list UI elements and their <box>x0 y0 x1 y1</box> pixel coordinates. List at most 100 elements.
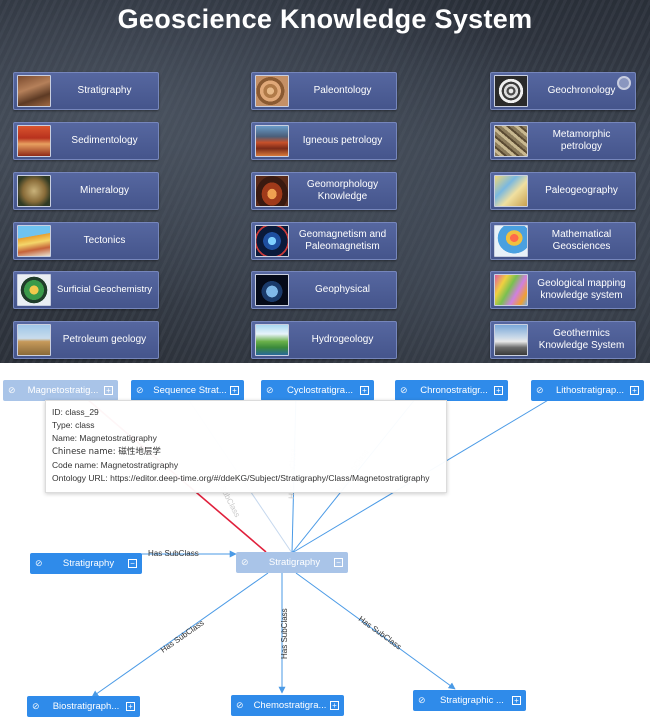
gear-icon[interactable] <box>617 76 631 90</box>
card-label: Paleontology <box>313 85 372 96</box>
card-label: Geophysical <box>314 284 371 295</box>
card-geochronology[interactable]: Geochronology <box>490 72 636 110</box>
canyon-thumbnail <box>255 175 289 207</box>
eye-slash-icon[interactable]: ⊘ <box>35 558 43 568</box>
old-map-thumbnail <box>494 175 528 207</box>
card-geothermics[interactable]: Geothermics Knowledge System <box>490 321 636 359</box>
node-label: Chronostratigr... <box>420 385 488 396</box>
node-label: Stratigraphy <box>62 558 115 569</box>
expand-icon[interactable]: + <box>126 702 135 711</box>
card-mineralogy[interactable]: Mineralogy <box>13 172 159 210</box>
card-label: Sedimentology <box>71 135 138 146</box>
card-stratigraphy[interactable]: Stratigraphy <box>13 72 159 110</box>
eye-slash-icon[interactable]: ⊘ <box>32 701 40 711</box>
ammonite-fossil-thumbnail <box>255 75 289 107</box>
card-geomagnetism[interactable]: Geomagnetism and Paleomagnetism <box>251 222 397 260</box>
red-sediment-thumbnail <box>17 125 51 157</box>
eye-slash-icon[interactable]: ⊘ <box>241 557 249 567</box>
card-label: Geological mapping knowledge system <box>537 278 626 301</box>
page-title: Geoscience Knowledge System <box>117 4 533 34</box>
edge-label: Has SubClass <box>280 608 289 659</box>
card-geological-mapping[interactable]: Geological mapping knowledge system <box>490 271 636 309</box>
node-stratigraphy-root[interactable]: ⊘ Stratigraphy − <box>30 553 142 574</box>
eye-slash-icon[interactable]: ⊘ <box>236 700 244 710</box>
folded-rock-thumbnail <box>494 125 528 157</box>
clock-rings-thumbnail <box>494 75 528 107</box>
eye-slash-icon[interactable]: ⊘ <box>418 695 426 705</box>
card-paleogeography[interactable]: Paleogeography <box>490 172 636 210</box>
card-label: Paleogeography <box>545 185 618 196</box>
eye-slash-icon[interactable]: ⊘ <box>8 385 16 395</box>
node-chronostratigraphy[interactable]: ⊘ Chronostratigr... + <box>395 380 508 401</box>
eye-slash-icon[interactable]: ⊘ <box>266 385 274 395</box>
node-label: Lithostratigrap... <box>555 385 625 396</box>
card-label: Mineralogy <box>80 185 129 196</box>
edge-label: Has SubClass <box>159 618 206 654</box>
expand-icon[interactable]: + <box>494 386 503 395</box>
oil-field-thumbnail <box>17 324 51 356</box>
node-label: Sequence Strat... <box>153 385 227 396</box>
card-metamorphic-petrology[interactable]: Metamorphic petrology <box>490 122 636 160</box>
node-tooltip: ID: class_29 Type: class Name: Magnetost… <box>45 400 447 493</box>
card-label: Stratigraphy <box>77 85 132 96</box>
card-label: Metamorphic petrology <box>552 129 611 152</box>
geologic-map-thumbnail <box>494 274 528 306</box>
collapse-icon[interactable]: − <box>334 558 343 567</box>
expand-icon[interactable]: + <box>512 696 521 705</box>
card-surficial-geochemistry[interactable]: Surficial Geochemistry <box>13 271 159 309</box>
node-stratigraphic[interactable]: ⊘ Stratigraphic ... + <box>413 690 526 711</box>
node-label: Chemostratigra... <box>253 700 327 711</box>
expand-icon[interactable]: + <box>360 386 369 395</box>
eye-slash-icon[interactable]: ⊘ <box>136 385 144 395</box>
card-label: Mathematical Geosciences <box>551 229 612 252</box>
subject-panel: Geoscience Knowledge System Stratigraphy… <box>0 0 650 363</box>
water-landscape-thumbnail <box>255 324 289 356</box>
node-biostratigraphy[interactable]: ⊘ Biostratigraph... + <box>27 696 140 717</box>
card-sedimentology[interactable]: Sedimentology <box>13 122 159 160</box>
node-sequence-stratigraphy[interactable]: ⊘ Sequence Strat... + <box>131 380 244 401</box>
tooltip-name: Name: Magnetostratigraphy <box>52 433 157 444</box>
node-stratigraphy-center[interactable]: ⊘ Stratigraphy − <box>236 552 348 573</box>
knowledge-graph[interactable]: Has SubClass Has SubClass Has SubClass H… <box>0 363 650 722</box>
card-label: Tectonics <box>83 235 126 246</box>
eye-slash-icon[interactable]: ⊘ <box>400 385 408 395</box>
collapse-icon[interactable]: − <box>128 559 137 568</box>
node-cyclostratigraphy[interactable]: ⊘ Cyclostratigra... + <box>261 380 374 401</box>
card-label: Geochronology <box>547 85 616 96</box>
globe-chart-thumbnail <box>17 274 51 306</box>
edge-label: Has SubClass <box>357 614 403 651</box>
edge-label: Has SubClass <box>148 549 199 558</box>
card-igneous-petrology[interactable]: Igneous petrology <box>251 122 397 160</box>
card-paleontology[interactable]: Paleontology <box>251 72 397 110</box>
card-tectonics[interactable]: Tectonics <box>13 222 159 260</box>
card-geophysical[interactable]: Geophysical <box>251 271 397 309</box>
card-geomorphology[interactable]: Geomorphology Knowledge <box>251 172 397 210</box>
mineral-crystal-thumbnail <box>17 175 51 207</box>
rock-layers-thumbnail <box>17 75 51 107</box>
card-label: Surficial Geochemistry <box>56 284 153 295</box>
card-mathematical-geosciences[interactable]: Mathematical Geosciences <box>490 222 636 260</box>
card-petroleum-geology[interactable]: Petroleum geology <box>13 321 159 359</box>
node-lithostratigraphy[interactable]: ⊘ Lithostratigrap... + <box>531 380 644 401</box>
card-label: Igneous petrology <box>302 135 383 146</box>
node-chemostratigraphy[interactable]: ⊘ Chemostratigra... + <box>231 695 344 716</box>
eye-slash-icon[interactable]: ⊘ <box>536 385 544 395</box>
card-label: Geothermics Knowledge System <box>538 328 625 351</box>
tooltip-ontology-url[interactable]: Ontology URL: https://editor.deep-time.o… <box>52 473 430 484</box>
card-label: Geomorphology Knowledge <box>306 179 379 202</box>
expand-icon[interactable]: + <box>104 386 113 395</box>
card-hydrogeology[interactable]: Hydrogeology <box>251 321 397 359</box>
tooltip-code-name: Code name: Magnetostratigraphy <box>52 459 179 470</box>
earth-signal-thumbnail <box>255 274 289 306</box>
geothermal-plant-thumbnail <box>494 324 528 356</box>
tooltip-type: Type: class <box>52 420 95 431</box>
card-label: Petroleum geology <box>62 334 147 345</box>
node-label: Magnetostratig... <box>27 385 99 396</box>
node-magnetostratigraphy[interactable]: ⊘ Magnetostratig... + <box>3 380 118 401</box>
expand-icon[interactable]: + <box>330 701 339 710</box>
tooltip-id: ID: class_29 <box>52 407 99 417</box>
expand-icon[interactable]: + <box>630 386 639 395</box>
tooltip-chinese-name: Chinese name: 磁性地层学 <box>52 446 161 457</box>
expand-icon[interactable]: + <box>230 386 239 395</box>
node-label: Stratigraphic ... <box>440 695 504 706</box>
